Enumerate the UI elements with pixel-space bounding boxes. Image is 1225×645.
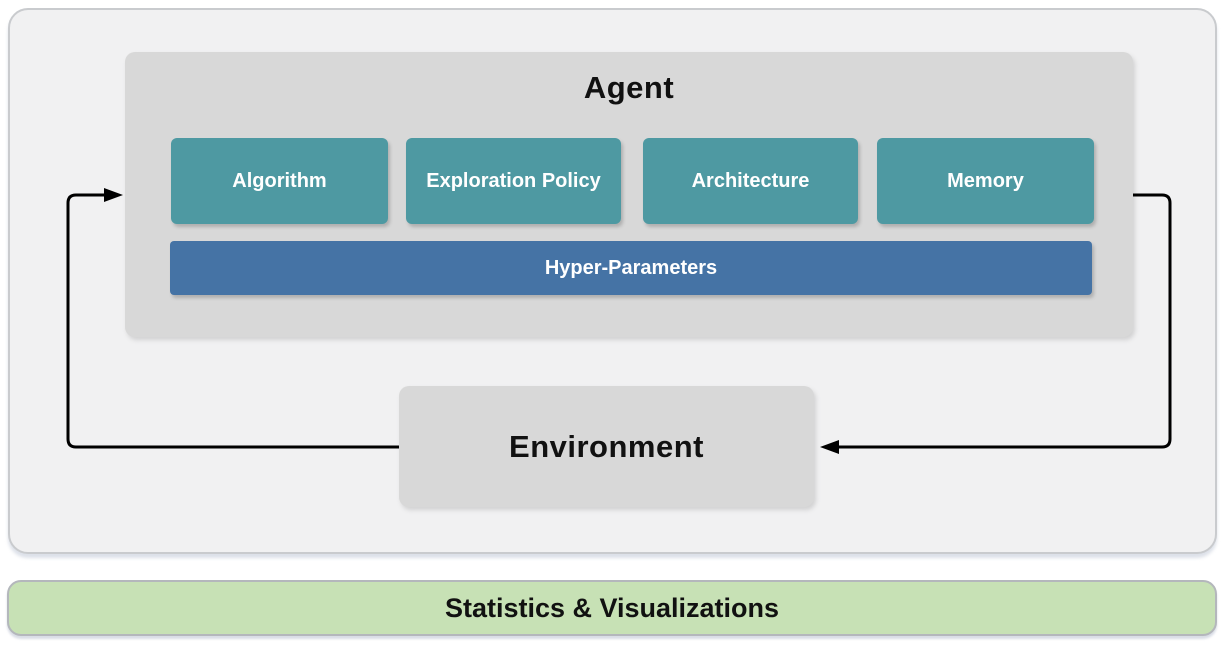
hyper-parameters-bar: Hyper-Parameters: [170, 241, 1092, 295]
module-algorithm-box: Algorithm: [171, 138, 388, 224]
module-algorithm-label: Algorithm: [232, 169, 327, 192]
statistics-visualizations-bar: Statistics & Visualizations: [7, 580, 1217, 636]
module-memory-box: Memory: [877, 138, 1094, 224]
module-architecture-box: Architecture: [643, 138, 858, 224]
statistics-visualizations-label: Statistics & Visualizations: [444, 592, 780, 623]
environment-title: Environment: [509, 428, 704, 464]
module-exploration-policy-box: Exploration Policy: [406, 138, 621, 224]
module-memory-label: Memory: [947, 169, 1024, 192]
module-exploration-policy-label: Exploration Policy: [426, 169, 601, 192]
hyper-parameters-label: Hyper-Parameters: [544, 256, 718, 279]
module-architecture-label: Architecture: [691, 169, 810, 192]
agent-title: Agent: [583, 70, 675, 105]
environment-box: Environment: [399, 386, 814, 507]
